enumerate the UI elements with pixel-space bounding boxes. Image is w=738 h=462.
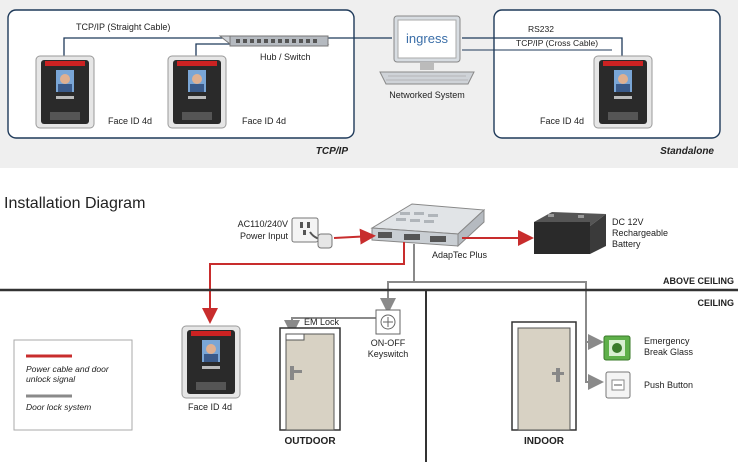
above-ceiling-label: ABOVE CEILING <box>663 276 734 286</box>
keyswitch-icon <box>375 309 401 335</box>
push-button-icon <box>605 371 631 399</box>
panel-left-title: TCP/IP <box>316 146 349 157</box>
battery-icon <box>534 212 606 254</box>
legend: Power cable and door unlock signal Door … <box>13 339 133 431</box>
face-device-2 <box>167 55 227 129</box>
cable-device1-hub <box>63 37 230 56</box>
indoor-label: INDOOR <box>524 436 565 447</box>
cable-system-standalone <box>462 37 623 56</box>
keyswitch-line1: ON-OFF <box>371 338 406 348</box>
battery-line3: Battery <box>612 239 641 249</box>
indoor-door <box>511 321 577 431</box>
legend-box <box>13 339 133 431</box>
tcpip-cable-label: TCP/IP (Straight Cable) <box>76 22 170 32</box>
outdoor-door <box>279 327 341 431</box>
adaptec-label: AdapTec Plus <box>432 250 488 260</box>
hub-label: Hub / Switch <box>260 52 311 62</box>
power-outlet-icon <box>291 217 333 249</box>
emergency-line1: Emergency <box>644 336 690 346</box>
push-button-label: Push Button <box>644 380 693 390</box>
battery-line2: Rechargeable <box>612 228 668 238</box>
breakglass-to-pushbutton-cable <box>585 342 604 390</box>
cable-device2-hub <box>195 43 230 56</box>
legend-red-line2: unlock signal <box>26 374 76 384</box>
cross-cable-label: TCP/IP (Cross Cable) <box>516 38 598 48</box>
face-device-1 <box>35 55 95 129</box>
installed-device-label: Face ID 4d <box>188 402 232 412</box>
network-section: Hub / Switch TCP/IP (Straight Cable) Fac… <box>0 0 738 168</box>
system-label: Networked System <box>389 90 465 100</box>
legend-red-line1: Power cable and door <box>26 364 110 374</box>
adaptec-box-icon <box>370 203 486 248</box>
adaptec-to-keyswitch-cable <box>380 281 414 314</box>
adaptec-to-device-cable <box>202 242 405 324</box>
power-input-line1: AC110/240V <box>238 219 288 229</box>
adaptec-to-breakglass-cable <box>413 244 604 350</box>
installation-heading: Installation Diagram <box>4 195 145 212</box>
break-glass-icon <box>603 335 631 361</box>
device-label-3: Face ID 4d <box>540 116 584 126</box>
hub-switch-icon <box>218 35 330 47</box>
battery-line1: DC 12V <box>612 217 644 227</box>
legend-grey-line1: Door lock system <box>26 402 91 412</box>
power-to-adaptec-cable <box>333 228 376 245</box>
ceiling-label: CEILING <box>697 298 734 308</box>
em-lock-icon <box>285 333 305 341</box>
rs232-label: RS232 <box>528 24 554 34</box>
emergency-line2: Break Glass <box>644 347 694 357</box>
device-label-1: Face ID 4d <box>108 116 152 126</box>
power-input-line2: Power Input <box>240 231 289 241</box>
face-device-installed <box>181 325 241 399</box>
face-device-3 <box>593 55 653 129</box>
em-lock-label: EM Lock <box>304 317 340 327</box>
keyswitch-line2: Keyswitch <box>368 349 409 359</box>
system-logo: ingress <box>406 31 448 46</box>
panel-right-title: Standalone <box>660 146 714 157</box>
computer-icon <box>379 15 475 85</box>
device-label-2: Face ID 4d <box>242 116 286 126</box>
outdoor-label: OUTDOOR <box>284 436 336 447</box>
